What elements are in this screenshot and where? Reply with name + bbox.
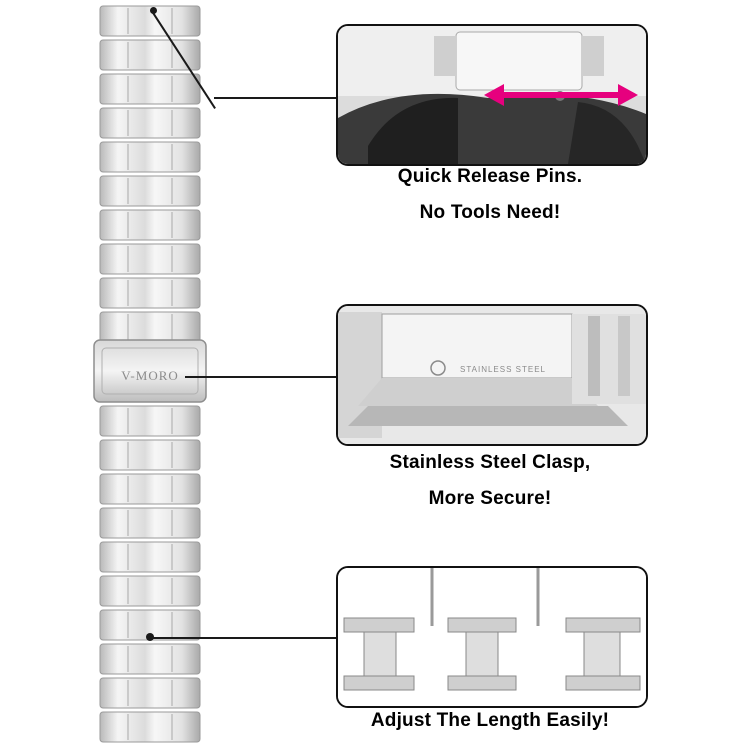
leader-line-links [150,637,336,639]
watch-band-image [93,5,207,743]
band-link [99,473,201,505]
leader-dot [146,633,154,641]
band-link [99,73,201,105]
feature-caption-1-line-1: Quick Release Pins. [397,166,583,187]
band-link [99,643,201,675]
band-link [99,311,201,343]
quick-release-panel [336,24,648,166]
band-link [99,141,201,173]
band-link [99,277,201,309]
direction-arrow [484,84,638,106]
clasp-panel: STAINLESS STEEL [336,304,648,446]
band-link [99,5,201,37]
adjust-length-panel [336,566,648,708]
band-link [99,405,201,437]
clasp-engraving: STAINLESS STEEL [460,365,546,374]
band-link [99,541,201,573]
band-link [99,107,201,139]
feature-caption-3: Adjust The Length Easily! [370,710,610,731]
band-link-piece-3 [565,617,641,691]
band-link-piece-1 [343,617,415,691]
band-link [99,39,201,71]
band-link [99,439,201,471]
band-link [99,243,201,275]
feature-caption-2-line-2: More Secure! [428,488,552,509]
band-link [99,507,201,539]
band-link [99,677,201,709]
leader-dot [150,7,157,14]
band-link [99,575,201,607]
feature-caption-1-line-2: No Tools Need! [419,202,561,223]
band-link [99,175,201,207]
band-clasp [93,339,207,403]
feature-caption-2-line-1: Stainless Steel Clasp, [389,452,591,473]
leader-line-clasp [185,376,336,378]
band-link [99,209,201,241]
leader-line-pins [214,97,336,99]
band-link-piece-2 [447,617,517,691]
band-link [99,711,201,743]
brand-logo-text: V-MORO [121,368,179,383]
